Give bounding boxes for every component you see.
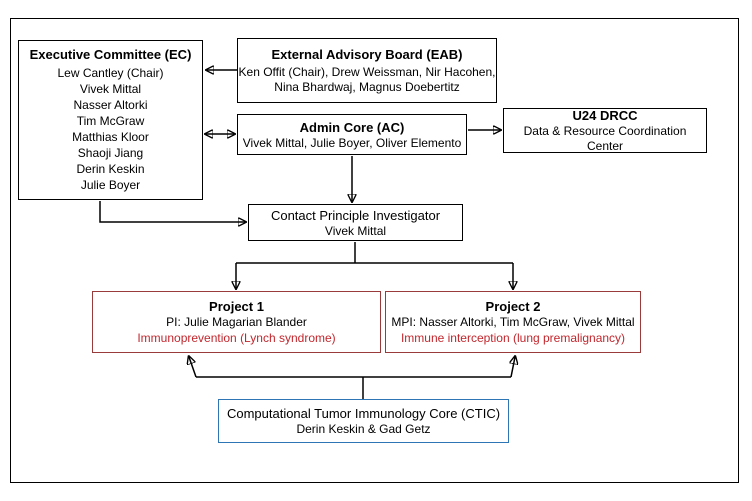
ec-member: Derin Keskin — [76, 162, 145, 176]
project2-pi-line: MPI: Nasser Altorki, Tim McGraw, Vivek M… — [391, 315, 635, 329]
project2-box: Project 2 MPI: Nasser Altorki, Tim McGra… — [385, 291, 641, 353]
external-advisory-board-box: External Advisory Board (EAB) Ken Offit … — [237, 38, 497, 103]
executive-committee-title: Executive Committee (EC) — [29, 47, 192, 62]
project1-title: Project 1 — [209, 299, 264, 314]
eab-members-line2: Nina Bhardwaj, Magnus Doebertitz — [274, 80, 460, 94]
project2-title: Project 2 — [485, 299, 541, 314]
admin-core-box: Admin Core (AC) Vivek Mittal, Julie Boye… — [237, 114, 467, 155]
executive-committee-box: Executive Committee (EC) Lew Cantley (Ch… — [18, 40, 203, 200]
contact-pi-name: Vivek Mittal — [324, 223, 387, 238]
eab-members-line1: Ken Offit (Chair), Drew Weissman, Nir Ha… — [238, 65, 496, 79]
drcc-title: U24 DRCC — [572, 108, 638, 123]
eab-title: External Advisory Board (EAB) — [271, 47, 463, 62]
u24-drcc-box: U24 DRCC Data & Resource Coordination Ce… — [503, 108, 707, 153]
ctic-title: Computational Tumor Immunology Core (CTI… — [226, 406, 501, 421]
ec-member: Shaoji Jiang — [77, 146, 144, 160]
project1-box: Project 1 PI: Julie Magarian Blander Imm… — [92, 291, 381, 353]
ec-member: Lew Cantley (Chair) — [57, 66, 164, 80]
ctic-box: Computational Tumor Immunology Core (CTI… — [218, 399, 509, 443]
outer-frame — [10, 18, 739, 483]
admin-core-members: Vivek Mittal, Julie Boyer, Oliver Elemen… — [242, 135, 462, 150]
project2-focus: Immune interception (lung premalignancy) — [400, 331, 626, 345]
project1-pi-line: PI: Julie Magarian Blander — [166, 315, 307, 329]
admin-core-title: Admin Core (AC) — [299, 119, 405, 135]
project1-focus: Immunoprevention (Lynch syndrome) — [137, 331, 336, 345]
ec-member: Nasser Altorki — [73, 98, 148, 112]
ec-member: Matthias Kloor — [72, 130, 149, 144]
ctic-names: Derin Keskin & Gad Getz — [296, 422, 431, 436]
contact-pi-title: Contact Principle Investigator — [270, 207, 441, 223]
contact-pi-box: Contact Principle Investigator Vivek Mit… — [248, 204, 463, 241]
ec-member: Vivek Mittal — [79, 82, 142, 96]
drcc-subtitle: Data & Resource Coordination Center — [523, 124, 687, 153]
ec-member: Julie Boyer — [80, 178, 141, 192]
ec-member: Tim McGraw — [76, 114, 145, 128]
